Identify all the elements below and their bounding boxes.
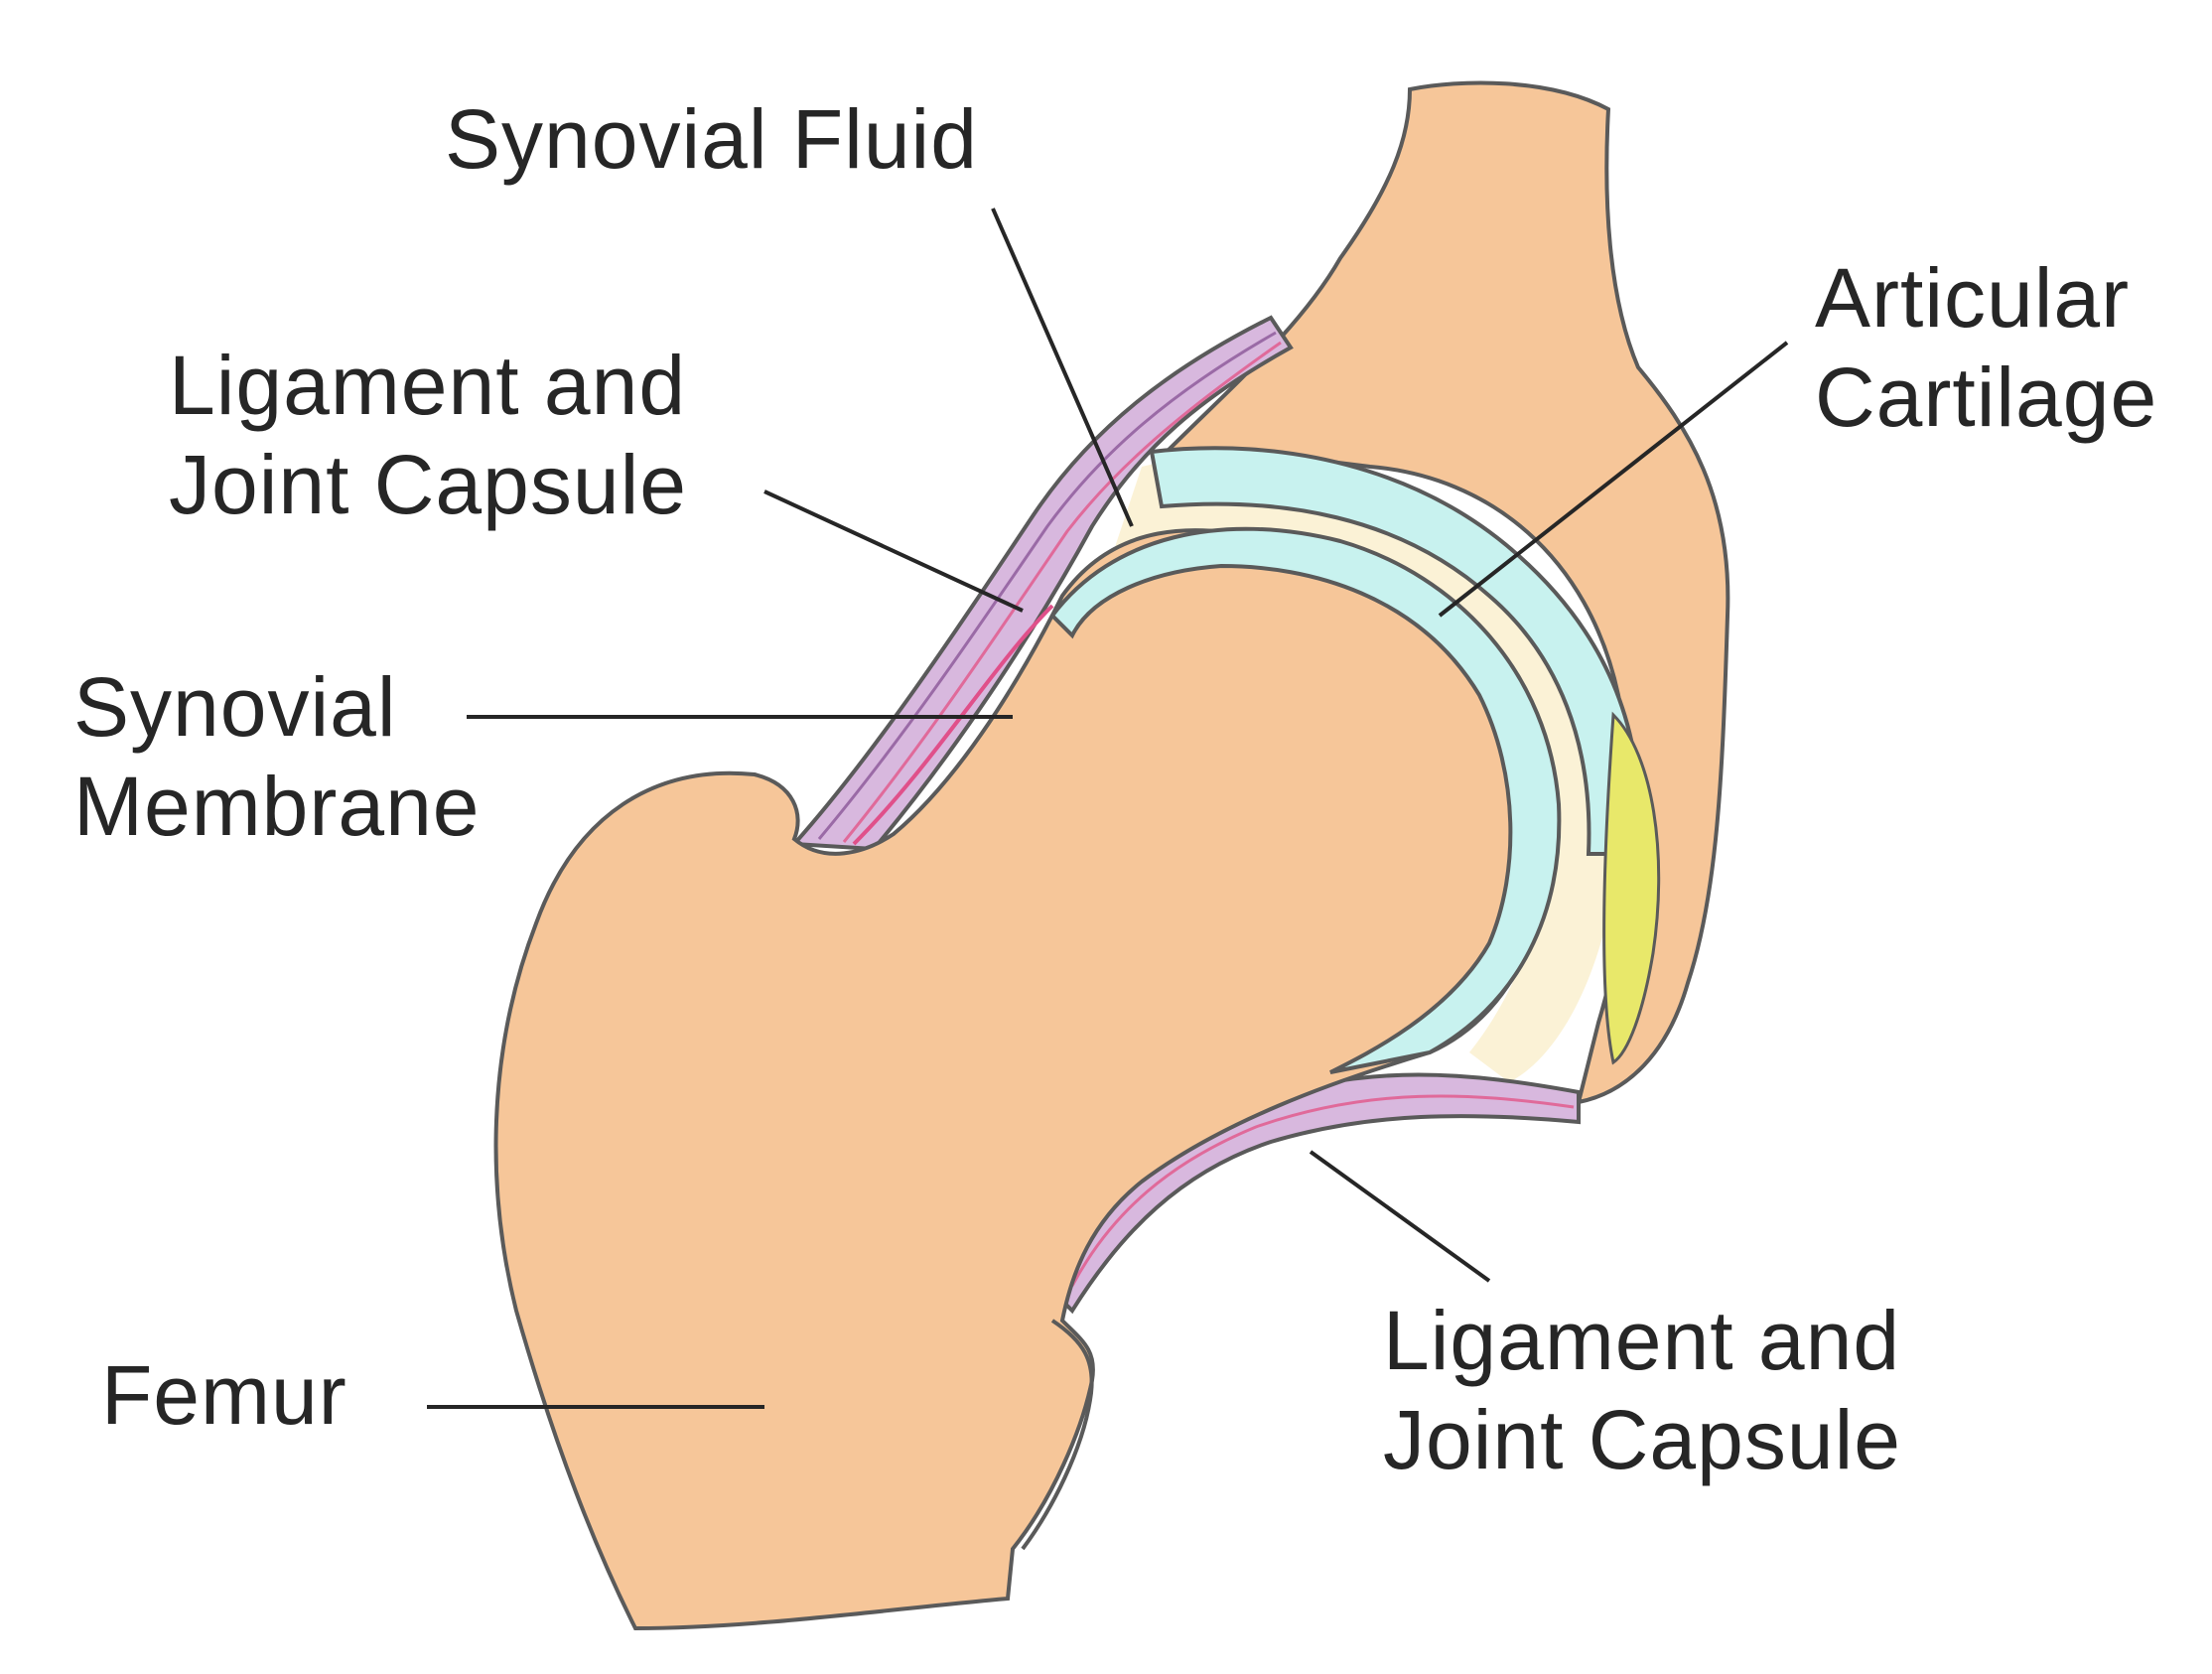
label-synovial-fluid: Synovial Fluid bbox=[445, 89, 978, 189]
label-articular-cartilage: Articular Cartilage bbox=[1815, 248, 2157, 447]
label-synovial-membrane-line1: Synovial bbox=[73, 657, 481, 757]
label-synovial-membrane: Synovial Membrane bbox=[73, 657, 481, 856]
label-ligament-joint-capsule-upper: Ligament and Joint Capsule bbox=[169, 336, 687, 534]
label-synovial-membrane-line2: Membrane bbox=[73, 757, 481, 856]
leader-ligament-lower bbox=[1311, 1152, 1489, 1281]
label-femur: Femur bbox=[101, 1345, 347, 1445]
label-articular-cartilage-line2: Cartilage bbox=[1815, 348, 2157, 447]
label-articular-cartilage-line1: Articular bbox=[1815, 248, 2157, 348]
label-ligament-lower-line1: Ligament and bbox=[1383, 1291, 1901, 1390]
leader-ligament-upper bbox=[764, 491, 1023, 611]
label-ligament-upper-line2: Joint Capsule bbox=[169, 435, 687, 534]
label-ligament-joint-capsule-lower: Ligament and Joint Capsule bbox=[1383, 1291, 1901, 1489]
label-ligament-upper-line1: Ligament and bbox=[169, 336, 687, 435]
label-ligament-lower-line2: Joint Capsule bbox=[1383, 1390, 1901, 1489]
